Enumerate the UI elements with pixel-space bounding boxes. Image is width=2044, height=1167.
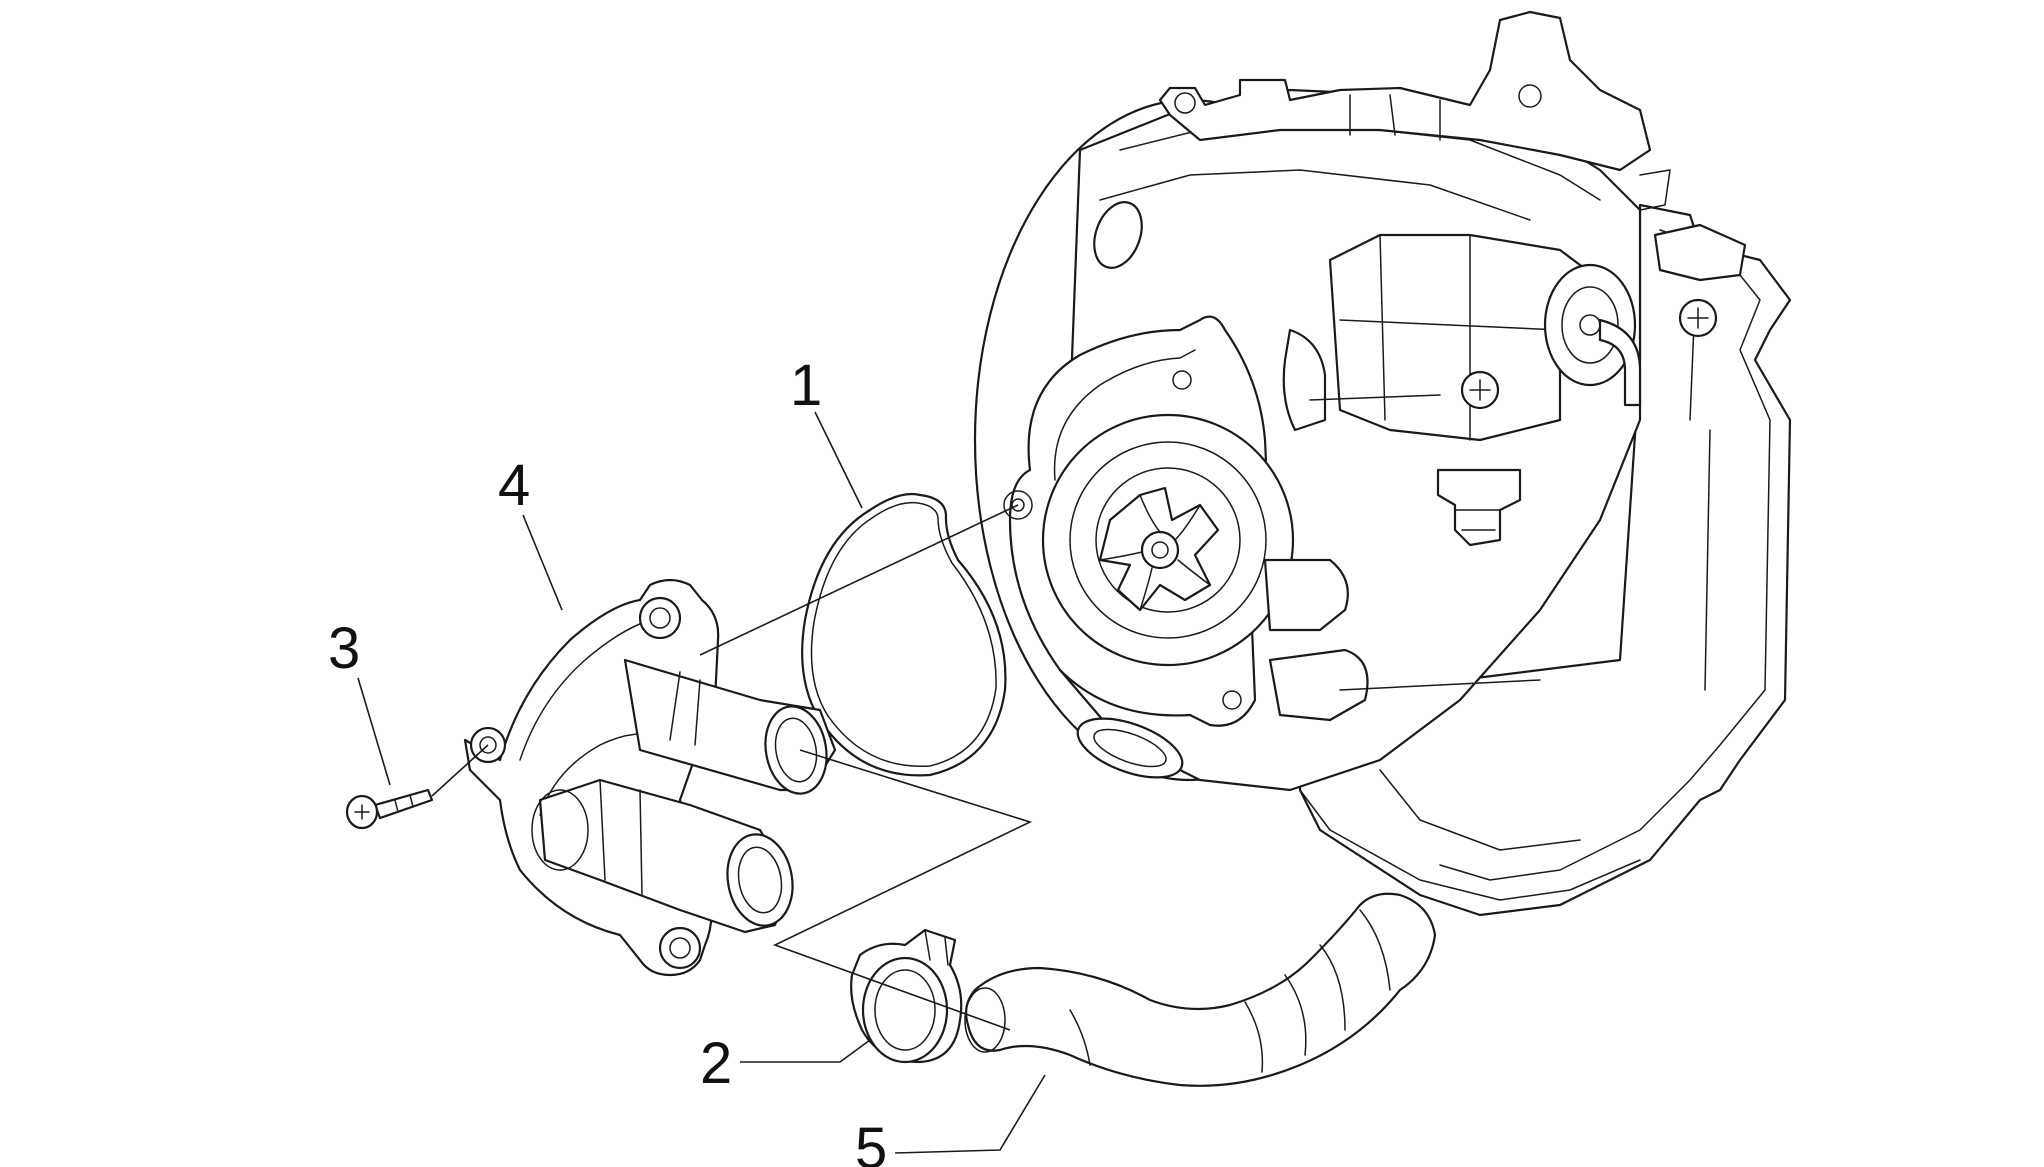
callout-4: 4 — [498, 453, 530, 518]
callout-1: 1 — [790, 353, 822, 418]
callout-5: 5 — [855, 1116, 887, 1167]
impeller — [1098, 486, 1220, 612]
coolant-hose — [964, 892, 1437, 1087]
callout-2: 2 — [700, 1031, 732, 1096]
assembly-guide-lines — [431, 504, 1033, 1031]
screw — [345, 788, 434, 830]
engine-housing — [973, 10, 1792, 917]
water-pump-cover — [463, 578, 837, 977]
callout-leaders — [357, 411, 1046, 1154]
o-ring-gasket — [801, 492, 1007, 777]
callout-3: 3 — [328, 616, 360, 681]
